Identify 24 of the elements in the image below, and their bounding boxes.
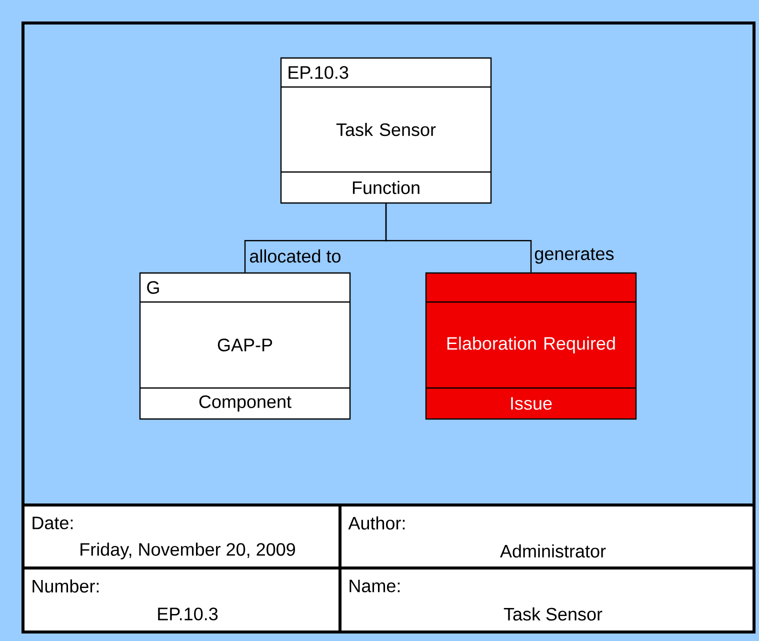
edge-label: generates bbox=[534, 248, 614, 264]
node-type: Function bbox=[352, 180, 420, 194]
element-box bbox=[425, 272, 637, 420]
node-type: Component bbox=[199, 395, 292, 412]
label: EP.10.3 bbox=[158, 608, 218, 620]
node-title: Task Sensor bbox=[336, 122, 436, 136]
table-cell: Number: EP.10.3 bbox=[22, 566, 342, 634]
element-box bbox=[280, 57, 492, 204]
table-cell: Date: Friday, November 20, 2009 bbox=[22, 504, 342, 570]
node-id: G bbox=[147, 281, 159, 294]
label: Name: bbox=[350, 580, 400, 592]
connector bbox=[385, 204, 532, 272]
label: Administrator bbox=[500, 544, 606, 558]
edge-label: allocated to bbox=[250, 249, 340, 263]
node-type: Issue bbox=[511, 397, 552, 410]
node-title: GAP-P bbox=[218, 338, 272, 352]
label: Author: bbox=[348, 516, 405, 530]
label: Number: bbox=[32, 579, 99, 593]
node-title: Elaboration Required bbox=[447, 336, 615, 354]
element-box bbox=[139, 272, 351, 420]
label: Task Sensor bbox=[504, 607, 602, 621]
node-id: EP.10.3 bbox=[288, 66, 348, 79]
table-cell: Name: Task Sensor bbox=[338, 566, 756, 634]
table-cell: Author: Administrator bbox=[338, 504, 756, 570]
